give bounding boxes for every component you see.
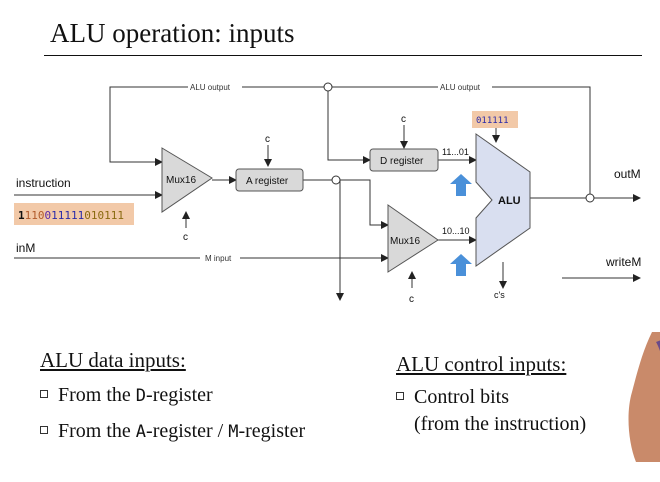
data-input-item-2: From the A-register / M-register bbox=[40, 420, 305, 443]
d-register-label: D register bbox=[380, 156, 424, 167]
blue-arrows bbox=[450, 174, 472, 276]
mux1-label: Mux16 bbox=[166, 175, 196, 186]
control-value: 011111 bbox=[476, 116, 509, 126]
junction-top bbox=[323, 82, 333, 92]
alu-output-label: ALU output bbox=[190, 83, 231, 92]
inm-label: inM bbox=[16, 241, 35, 255]
bullet-box-icon bbox=[40, 426, 48, 434]
writem-label: writeM bbox=[605, 255, 641, 269]
bullet-box-icon bbox=[40, 390, 48, 398]
mux16-1 bbox=[161, 147, 213, 213]
bits-am-label: 10...10 bbox=[442, 226, 470, 236]
instruction-bits-bg bbox=[14, 203, 134, 225]
control-value-bg bbox=[472, 111, 518, 128]
c-label-mux2: c bbox=[409, 294, 414, 305]
data-input-item-1: From the D-register bbox=[40, 384, 213, 407]
instruction-label: instruction bbox=[16, 176, 71, 190]
junction-out bbox=[585, 193, 595, 203]
up-arrow-icon bbox=[450, 254, 472, 276]
outm-label: outM bbox=[614, 167, 641, 181]
alu-output-label-2: ALU output bbox=[440, 83, 481, 92]
c-label-a: c bbox=[265, 134, 270, 145]
a-register-label: A register bbox=[246, 176, 289, 187]
d-register bbox=[369, 148, 439, 172]
cpu-diagram: ALU output ALU output instruction 111001… bbox=[14, 81, 641, 305]
wires bbox=[14, 86, 641, 301]
cs-label: c's bbox=[494, 290, 505, 300]
mux16-2 bbox=[387, 204, 439, 273]
c-label-d: c bbox=[401, 114, 406, 125]
presenter-image bbox=[628, 332, 660, 462]
control-input-subitem: (from the instruction) bbox=[414, 413, 587, 435]
up-arrow-icon bbox=[450, 174, 472, 196]
page-title: ALU operation: inputs bbox=[50, 18, 295, 48]
a-register bbox=[235, 168, 304, 192]
alu-label: ALU bbox=[498, 195, 521, 207]
title-divider bbox=[44, 55, 642, 56]
bullet-box-icon bbox=[396, 392, 404, 400]
junction-a bbox=[331, 175, 341, 185]
data-inputs-heading: ALU data inputs: bbox=[40, 348, 186, 372]
control-inputs-heading: ALU control inputs: bbox=[396, 352, 567, 376]
c-label-mux1: c bbox=[183, 232, 188, 243]
instruction-bits: 1110011111010111 bbox=[18, 209, 124, 222]
bits-d-label: 11...01 bbox=[442, 147, 469, 157]
control-input-item: Control bits bbox=[396, 386, 509, 409]
mux2-label: Mux16 bbox=[390, 236, 420, 247]
m-input-label: M input bbox=[205, 254, 232, 263]
alu bbox=[475, 133, 531, 267]
